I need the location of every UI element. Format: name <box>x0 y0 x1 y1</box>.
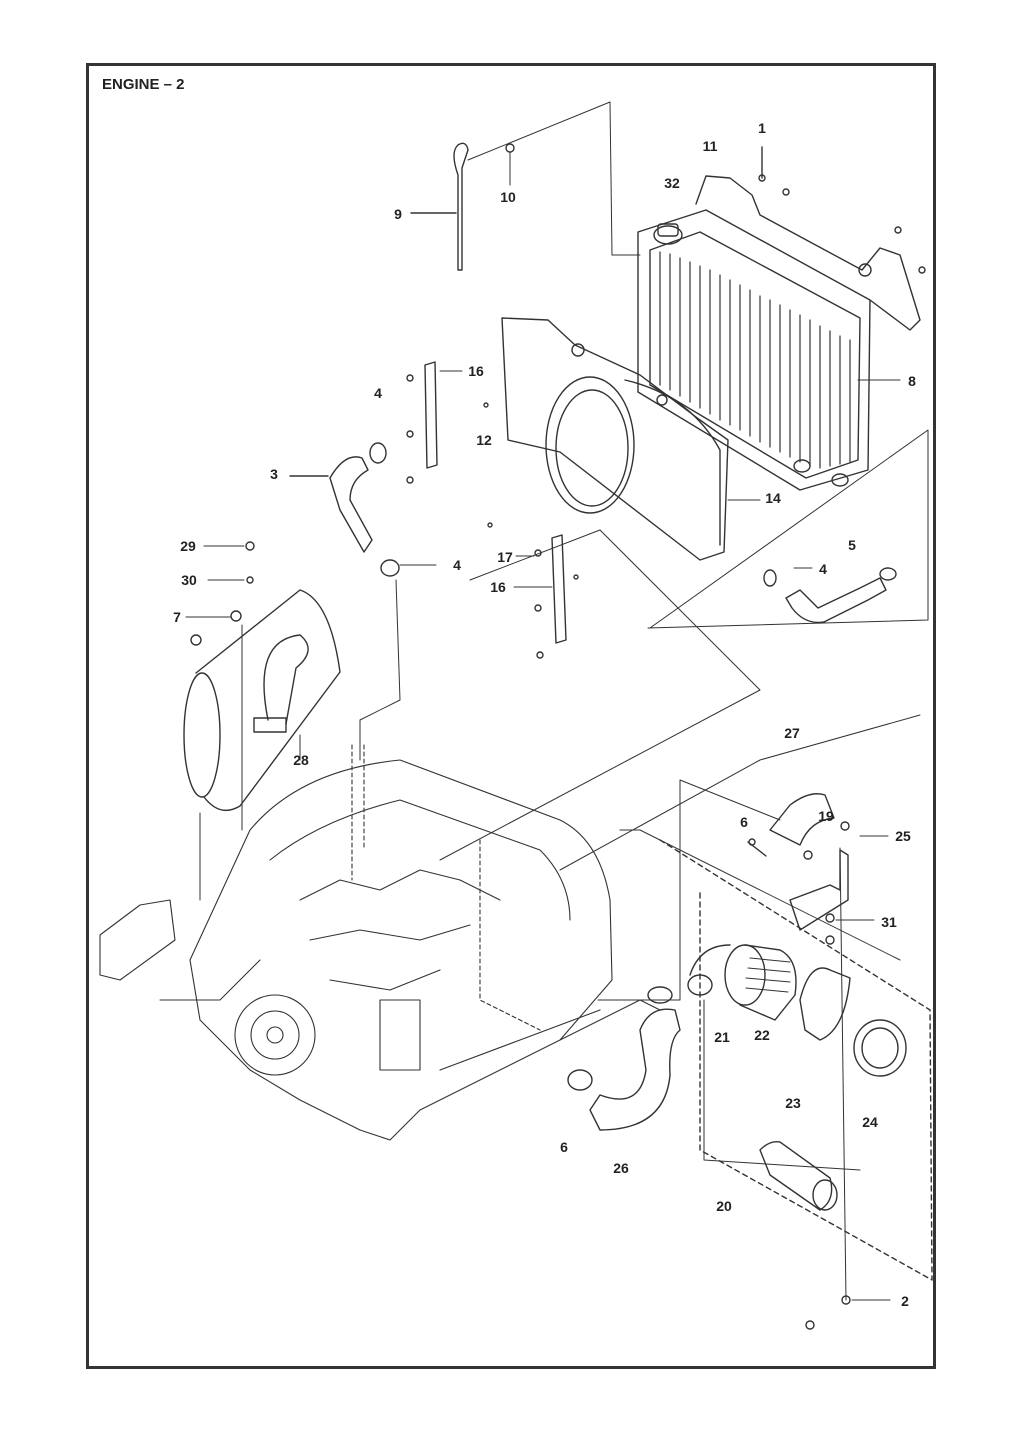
callout-16: 16 <box>468 363 484 379</box>
callout-10: 10 <box>500 189 516 205</box>
callout-12: 12 <box>476 432 492 448</box>
callout-24: 24 <box>862 1114 878 1130</box>
callout-16: 16 <box>490 579 506 595</box>
intake-hose-upper <box>747 793 835 857</box>
callout-29: 29 <box>180 538 196 554</box>
muffler <box>183 589 341 812</box>
fan-shroud <box>501 317 761 561</box>
air-cleaner <box>659 839 933 1281</box>
diagram-frame <box>86 63 936 1369</box>
callout-11: 11 <box>702 138 718 154</box>
callout-1: 1 <box>758 120 766 136</box>
callout-9: 9 <box>394 206 402 222</box>
upper-radiator-hose <box>289 442 437 577</box>
callout-23: 23 <box>785 1095 801 1111</box>
intake-hose-lower <box>567 986 681 1131</box>
callout-8: 8 <box>908 373 916 389</box>
diagram-title: ENGINE – 2 <box>102 76 185 93</box>
callout-26: 26 <box>613 1160 629 1176</box>
callout-4: 4 <box>453 557 461 573</box>
callout-17: 17 <box>497 549 513 565</box>
engine-assembly <box>99 744 661 1141</box>
callout-25: 25 <box>895 828 911 844</box>
callout-5: 5 <box>848 537 856 553</box>
callout-31: 31 <box>881 914 897 930</box>
callout-leaders <box>185 545 891 1301</box>
callout-6: 6 <box>560 1139 568 1155</box>
callout-28: 28 <box>293 752 309 768</box>
leader-lines-lower <box>199 429 929 1301</box>
leader-lines-upper <box>467 101 641 256</box>
callout-21: 21 <box>714 1029 730 1045</box>
callout-14: 14 <box>765 490 781 506</box>
callout-7: 7 <box>173 609 181 625</box>
radiator-bracket <box>695 146 926 331</box>
callout-22: 22 <box>754 1027 770 1043</box>
callout-19: 19 <box>818 808 834 824</box>
callout-2: 2 <box>901 1293 909 1309</box>
callout-30: 30 <box>181 572 197 588</box>
lower-radiator-hose <box>763 567 897 624</box>
callout-3: 3 <box>270 466 278 482</box>
callout-4: 4 <box>374 385 382 401</box>
callout-32: 32 <box>664 175 680 191</box>
radiator <box>637 209 901 491</box>
callout-27: 27 <box>784 725 800 741</box>
callout-6: 6 <box>740 814 748 830</box>
callout-20: 20 <box>716 1198 732 1214</box>
fasteners <box>190 143 851 1330</box>
dipstick <box>410 142 469 271</box>
callout-4: 4 <box>819 561 827 577</box>
